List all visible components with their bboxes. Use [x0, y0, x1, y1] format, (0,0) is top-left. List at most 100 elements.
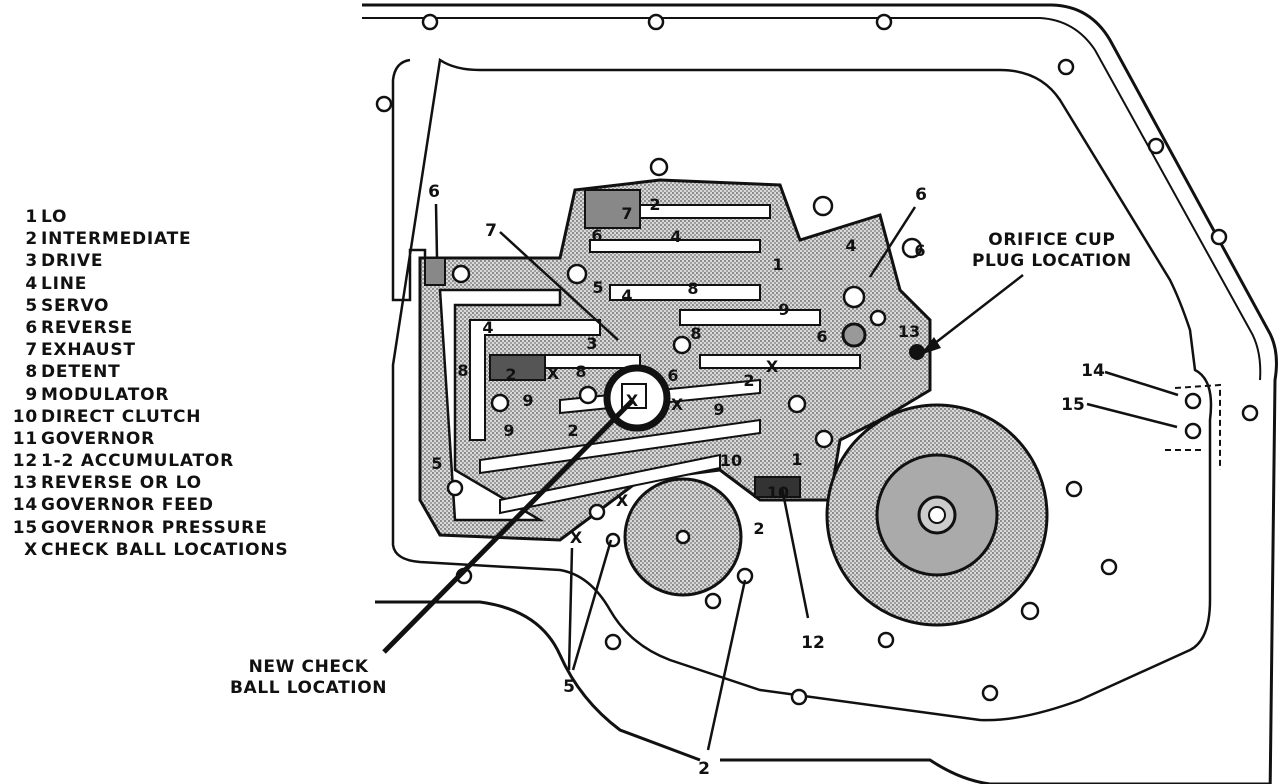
legend-label: 1-2 ACCUMULATOR	[41, 451, 235, 472]
legend-key: 12	[12, 451, 38, 472]
plug-ring	[841, 322, 867, 348]
channel-label: 2	[743, 371, 754, 390]
legend-label: DETENT	[41, 362, 121, 383]
case-bolt-holes	[375, 13, 1259, 706]
channel-label: 9	[503, 421, 514, 440]
channel-label: 6	[914, 241, 925, 260]
channel-label: 2	[505, 365, 516, 384]
channel-label: 10	[767, 483, 789, 502]
channel-label: 4	[670, 227, 681, 246]
case-inner-edge	[362, 17, 1262, 381]
channel-label: 5	[592, 278, 603, 297]
new-check-leader	[382, 399, 634, 654]
label-seven: 7	[485, 221, 497, 241]
legend-label: EXHAUST	[41, 340, 136, 361]
legend-key: 2	[25, 229, 38, 250]
channel-label: 2	[753, 519, 764, 538]
channel-label: X	[616, 491, 629, 510]
legend-key: 7	[25, 340, 38, 361]
label-fifteen: 15	[1061, 395, 1085, 415]
legend-key: 9	[25, 384, 38, 405]
legend-key: 8	[25, 362, 38, 383]
channel-label: 2	[567, 421, 578, 440]
label-five: 5	[563, 677, 575, 697]
legend-key: 11	[12, 428, 38, 449]
legend-label: MODULATOR	[41, 384, 170, 405]
legend-key: 5	[25, 295, 38, 316]
channel-label: 8	[690, 324, 701, 343]
orifice-leader	[920, 274, 1024, 355]
channel-label: 9	[713, 400, 724, 419]
legend-label: GOVERNOR	[41, 428, 155, 449]
label-two: 2	[698, 759, 710, 779]
legend-label: DRIVE	[41, 251, 104, 272]
legend-label: GOVERNOR PRESSURE	[41, 517, 268, 538]
channel-label: 1	[791, 450, 802, 469]
channel-label: X	[766, 357, 779, 376]
new-check-callout-line2: BALL LOCATION	[230, 678, 388, 698]
legend-label: LO	[41, 207, 68, 227]
legend-key: 6	[25, 317, 38, 338]
gasket-outline	[391, 57, 1213, 722]
legend-key: X	[24, 539, 38, 560]
accumulator-piston-large	[825, 403, 1049, 627]
legend-label: REVERSE OR LO	[41, 473, 202, 494]
valve-body-channels	[418, 178, 932, 542]
channel-label: 8	[575, 362, 586, 381]
legend-label: DIRECT CLUTCH	[41, 406, 202, 427]
legend-label: CHECK BALL LOCATIONS	[41, 539, 289, 560]
channel-label: 4	[482, 318, 493, 337]
legend-key: 13	[12, 473, 38, 494]
label-fourteen: 14	[1081, 361, 1105, 381]
channel-label: 3	[586, 334, 597, 353]
governor-port-holes	[1184, 392, 1202, 440]
legend-label: GOVERNOR FEED	[41, 495, 214, 516]
legend-key: 14	[12, 495, 38, 516]
orifice-callout-line2: PLUG LOCATION	[972, 251, 1132, 271]
governor-port-outline	[1165, 383, 1221, 470]
servo-piston-small	[623, 477, 743, 597]
channel-label: 10	[720, 451, 742, 470]
legend-key: 4	[25, 273, 38, 294]
channel-label: 9	[522, 391, 533, 410]
legend-label: LINE	[41, 273, 88, 294]
channel-label: 8	[687, 279, 698, 298]
channel-label: 9	[778, 300, 789, 319]
new-check-ball-callout: NEW CHECK BALL LOCATION	[230, 657, 387, 699]
legend-key: 15	[12, 517, 38, 538]
channel-label: 1	[772, 255, 783, 274]
legend-key: 3	[25, 251, 38, 272]
channel-label: 6	[667, 366, 678, 385]
legend-label: REVERSE	[41, 317, 134, 338]
channel-label: 4	[621, 286, 632, 305]
channel-label: 4	[845, 236, 856, 255]
legend-key: 1	[25, 207, 38, 227]
channel-label: X	[570, 528, 583, 547]
channel-label: 5	[431, 454, 442, 473]
leader-lines	[434, 203, 1179, 751]
channel-label: 6	[591, 226, 602, 245]
label-six-right: 6	[915, 185, 927, 205]
channel-label: X	[671, 395, 684, 414]
channel-label: 6	[816, 327, 827, 346]
leader-number-group: 6 6 7 14 15 12 5 2	[428, 182, 1105, 779]
channel-label: X	[626, 391, 639, 410]
label-twelve: 12	[801, 633, 825, 653]
